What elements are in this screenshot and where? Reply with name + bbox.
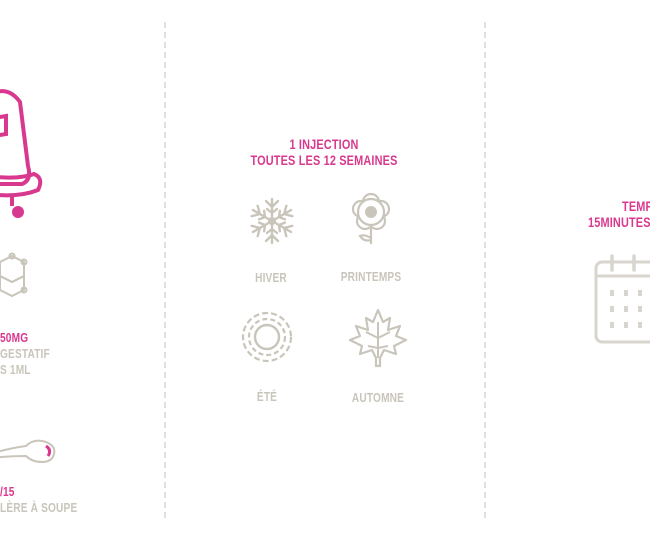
spoon-value: /15 — [0, 484, 15, 499]
dose-line3: S 1ML — [0, 362, 31, 377]
spoon-icon — [0, 439, 56, 464]
duration-title-line2: 15MINUTES — [588, 214, 650, 230]
column-divider-right — [484, 22, 486, 518]
injection-title-line1: 1 INJECTION — [289, 136, 359, 152]
column-divider-left — [164, 22, 166, 518]
season-label-ete: ÉTÉ — [256, 389, 278, 404]
season-label-automne: AUTOMNE — [351, 390, 405, 405]
sun-icon — [241, 311, 293, 363]
calendar-icon — [594, 254, 650, 344]
snowflake-icon — [248, 197, 296, 245]
duration-title-line1: TEMP — [622, 198, 650, 214]
dose-line2: GESTATIF — [0, 346, 50, 361]
maple-leaf-icon — [348, 308, 408, 368]
syringe-icon — [0, 89, 43, 218]
season-label-hiver: HIVER — [255, 270, 287, 285]
dose-value: 50MG — [0, 330, 29, 345]
season-label-printemps: PRINTEMPS — [340, 269, 402, 284]
spoon-label: LÈRE À SOUPE — [0, 500, 78, 515]
molecule-icon — [0, 252, 28, 298]
flower-icon — [351, 192, 391, 244]
injection-title-line2: TOUTES LES 12 SEMAINES — [250, 152, 398, 168]
